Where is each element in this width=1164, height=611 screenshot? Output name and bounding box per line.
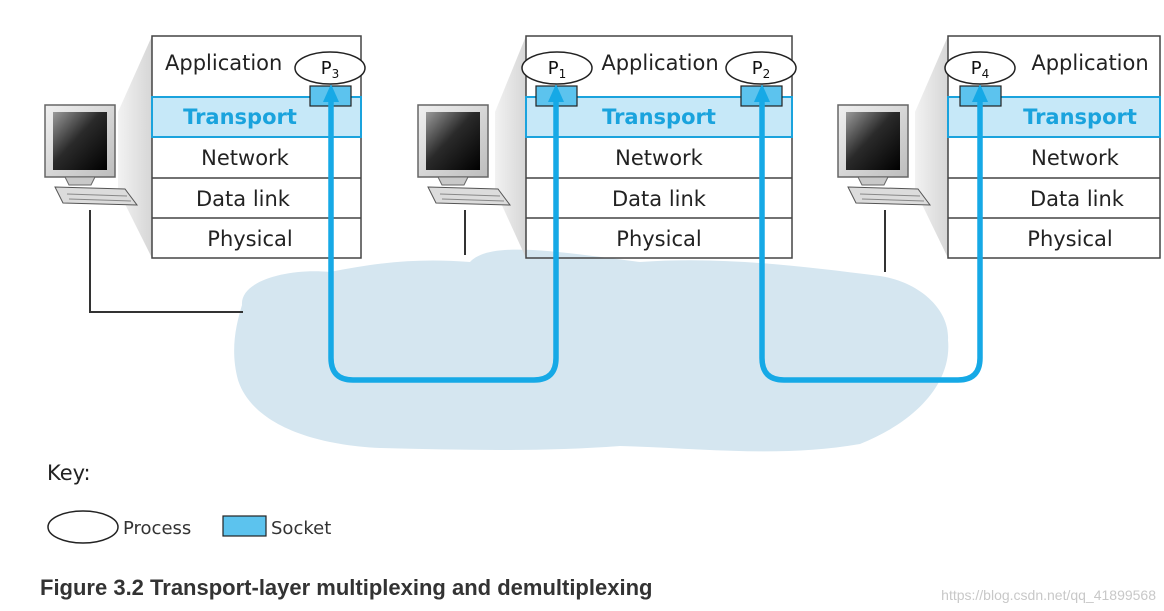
process-p4: P4	[944, 51, 1016, 85]
host-1-layer-application: Application	[165, 51, 282, 75]
host-3-perspective-shade	[915, 36, 948, 258]
host-3-layer-transport: Transport	[1023, 105, 1137, 129]
host-2-layer-transport: Transport	[602, 105, 716, 129]
key-socket-symbol	[222, 515, 267, 537]
host-2-layer-datalink: Data link	[612, 187, 707, 211]
connection-p3-p1	[328, 92, 559, 383]
key-process-label: Process	[123, 518, 191, 539]
host-1-perspective-shade	[118, 36, 152, 258]
computer-icon	[837, 104, 932, 206]
network-cloud	[234, 249, 949, 452]
key-title: Key:	[47, 461, 91, 485]
legend: Key: Process Socket	[47, 461, 331, 544]
key-socket-label: Socket	[271, 518, 331, 539]
host-3-layer-physical: Physical	[1027, 227, 1112, 251]
host-2: Application Transport Network Data link …	[417, 35, 793, 259]
arrowhead-up-icon	[548, 84, 564, 102]
host-1-layer-physical: Physical	[207, 227, 292, 251]
host-1-cable	[89, 210, 243, 313]
host-1-layer-transport: Transport	[183, 105, 297, 129]
host-3-layer-application: Application	[1031, 51, 1148, 75]
arrowhead-up-icon	[323, 84, 339, 102]
watermark: https://blog.csdn.net/qq_41899568	[941, 587, 1156, 603]
process-p3: P3	[294, 51, 366, 85]
connection-p2-p4	[759, 92, 983, 383]
host-1-transport-border	[151, 96, 362, 138]
host-2-layer-physical: Physical	[616, 227, 701, 251]
host-2-stack-border	[525, 35, 793, 259]
key-process-symbol	[47, 510, 119, 544]
host-2-layer-network: Network	[615, 146, 704, 170]
arrowhead-up-icon	[754, 84, 770, 102]
host-3-layer-datalink: Data link	[1030, 187, 1125, 211]
arrowhead-up-icon	[972, 84, 988, 102]
host-1-layer-datalink: Data link	[196, 187, 291, 211]
host-1: Application Transport Network Data link …	[44, 35, 362, 259]
host-2-layer-application: Application	[601, 51, 718, 75]
host-2-transport-border	[525, 96, 793, 138]
host-3-layer-network: Network	[1031, 146, 1120, 170]
svg-text:P4: P4	[971, 58, 990, 81]
host-3-transport-border	[947, 96, 1161, 138]
svg-text:P2: P2	[752, 58, 771, 81]
svg-text:P1: P1	[548, 58, 567, 81]
host-1-stack-border	[151, 35, 362, 259]
process-p1: P1	[521, 51, 593, 85]
host-1-layer-network: Network	[201, 146, 290, 170]
figure-caption: Figure 3.2 Transport-layer multiplexing …	[40, 575, 652, 600]
process-p2: P2	[725, 51, 797, 85]
svg-text:P3: P3	[321, 58, 340, 81]
host-3-stack-border	[947, 35, 1161, 259]
computer-icon	[417, 104, 512, 206]
computer-icon	[44, 104, 139, 206]
